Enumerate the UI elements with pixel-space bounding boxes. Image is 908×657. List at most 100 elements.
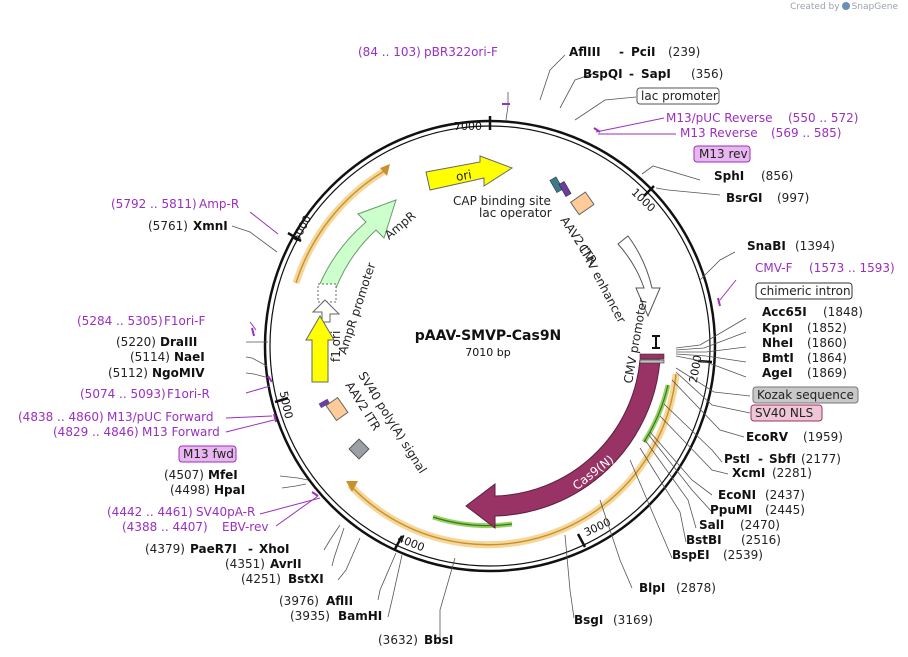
m13-fwd-box	[178, 445, 237, 463]
label-m13-forward: M13 Forward	[142, 425, 220, 439]
label-naei: NaeI	[174, 350, 205, 364]
sv40-polya-box	[348, 438, 370, 460]
label-f1orir-range: (5074 .. 5093)	[80, 387, 166, 401]
lac-promoter-box	[636, 87, 720, 105]
label-xhoi: XhoI	[259, 542, 290, 556]
label-pcii: PciI	[631, 45, 656, 59]
label-paer7i: PaeR7I	[190, 542, 237, 556]
chimeric-intron-mark	[652, 335, 660, 349]
label-sali-pos: (2470)	[740, 518, 780, 532]
label-f1orif: F1ori-F	[164, 314, 205, 328]
leader-lines	[231, 54, 751, 640]
label-bstbi: BstBI	[686, 533, 722, 547]
label-kozak: Kozak sequence	[757, 388, 854, 402]
label-ebv: EBV-rev	[222, 520, 268, 534]
cmv-enhancer-arrow	[617, 235, 661, 318]
label-avrii: AvrII	[270, 557, 302, 571]
label-ecorv: EcoRV	[746, 430, 789, 444]
label-snabi-pos: (1394)	[795, 239, 835, 253]
credit-brand: SnapGene	[851, 2, 898, 12]
label-nhei: NheI	[762, 336, 793, 350]
kozak-box	[752, 386, 859, 404]
label-nhei-pos: (1860)	[807, 336, 847, 350]
label-avrii-pos: (4351)	[225, 557, 265, 571]
ori-arrow	[425, 155, 514, 191]
label-naei-pos: (5114)	[130, 350, 170, 364]
label-chimeric-intron: chimeric intron	[760, 284, 851, 298]
nls-marker	[639, 359, 665, 364]
orange-band-left-arrow	[380, 164, 390, 176]
label-bspei: BspEI	[672, 548, 710, 562]
label-xcmi: XcmI	[732, 466, 765, 480]
label-sapi-pos: (356)	[691, 67, 723, 81]
label-m13puc-fwd: M13/pUC Forward	[107, 410, 214, 424]
label-f1orir: F1ori-R	[167, 387, 210, 401]
label-xmni: XmnI	[193, 219, 228, 233]
label-blpi-pos: (2878)	[676, 581, 716, 595]
label-bspei-pos: (2539)	[723, 548, 763, 562]
label-m13-forward-range: (4829 .. 4846)	[53, 425, 139, 439]
label-bsrgi: BsrGI	[726, 191, 763, 205]
label-m13-reverse-range: (569 .. 585)	[771, 126, 841, 140]
m13-rev-box	[693, 145, 751, 163]
label-psti-dash: -	[758, 452, 763, 466]
label-bstxi-pos: (4251)	[241, 572, 281, 586]
label-econi: EcoNI	[718, 488, 756, 502]
label-psti: PstI	[724, 452, 750, 466]
label-bamhi-pos: (3935)	[290, 609, 330, 623]
itr-left-box	[325, 396, 349, 422]
label-xmni-pos: (5761)	[148, 219, 188, 233]
tick-6000: 6000	[290, 213, 315, 244]
label-ampr-primer-range: (5792 .. 5811)	[111, 197, 197, 211]
orange-band-left-line	[295, 169, 387, 284]
label-bsrgi-pos: (997)	[777, 191, 809, 205]
label-m13puc-rev-range: (550 .. 572)	[788, 111, 858, 125]
label-paer7i-pos: (4379)	[145, 542, 185, 556]
label-bsgi: BsgI	[574, 613, 603, 627]
label-ampr-primer: Amp-R	[199, 197, 239, 211]
primer-markers	[251, 103, 721, 497]
label-bbsi-pos: (3632)	[378, 633, 418, 647]
cas9-arrow	[465, 359, 661, 530]
label-afliii: AflIII	[569, 45, 601, 59]
label-bamhi: BamHI	[338, 609, 382, 623]
f1-ori-label: f1 ori	[329, 331, 343, 362]
label-draiii: DraIII	[160, 335, 197, 349]
label-draiii-pos: (5220)	[116, 335, 156, 349]
ampr-promoter-arrow	[311, 299, 341, 323]
label-sbfi-pos: (2177)	[801, 452, 841, 466]
label-aflii: AflII	[326, 594, 353, 608]
label-kpni: KpnI	[762, 321, 793, 335]
label-mfei-pos: (4507)	[164, 468, 204, 482]
label-lac-promoter: lac promoter	[641, 89, 718, 103]
label-bspqi: BspQI	[583, 67, 623, 81]
label-m13-rev: M13 rev	[699, 147, 748, 161]
green-band-2-line	[432, 516, 513, 527]
primer-leaders	[225, 117, 737, 527]
f1-ori-arrow	[305, 315, 335, 383]
label-m13puc-rev: M13/pUC Reverse	[666, 111, 773, 125]
tick-2000: 2000	[687, 354, 705, 384]
label-snabi: SnaBI	[747, 239, 786, 253]
label-m13-fwd: M13 fwd	[183, 447, 234, 461]
label-sphi-pos: (856)	[761, 169, 793, 183]
label-f1orif-range: (5284 .. 5305)	[77, 314, 163, 328]
label-xcmi-pos: (2281)	[772, 466, 812, 480]
label-bbsi: BbsI	[424, 633, 453, 647]
label-acc65i-pos: (1848)	[823, 305, 863, 319]
label-sv40-nls: SV40 NLS	[755, 406, 813, 420]
label-mfei: MfeI	[208, 468, 238, 482]
label-m13-reverse: M13 Reverse	[680, 126, 758, 140]
label-bsgi-pos: (3169)	[613, 613, 653, 627]
chimeric-intron-box	[755, 282, 853, 300]
left-purple-marker	[318, 398, 330, 409]
orange-band-right-line	[349, 373, 677, 546]
kozak-marker	[639, 353, 665, 360]
label-paer7i-dash: -	[248, 542, 253, 556]
label-sali: SalI	[699, 518, 724, 532]
plasmid-name: pAAV-SMVP-Cas9N	[415, 328, 562, 344]
cmv-enhancer-label: CMV enhancer	[575, 242, 628, 326]
label-ngomiv: NgoMIV	[152, 366, 205, 380]
label-agei: AgeI	[762, 366, 792, 380]
